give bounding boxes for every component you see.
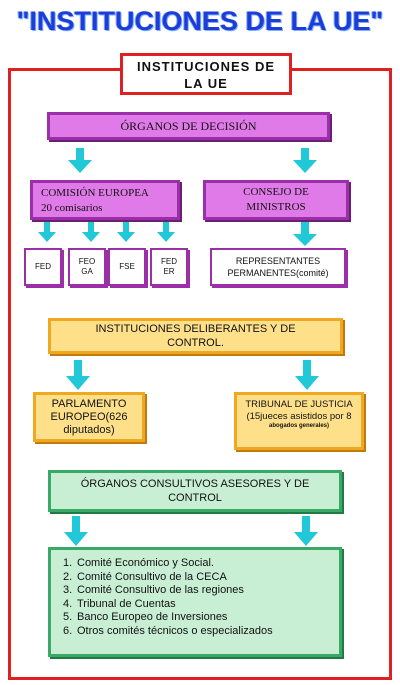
list-item-label: Tribunal de Cuentas	[77, 597, 176, 610]
comision-count: 20 comisarios	[41, 202, 103, 214]
arrow-shaft	[301, 148, 309, 160]
decision-header-label: ÓRGANOS DE DECISIÓN	[120, 118, 257, 133]
list-item: 2.Comité Consultivo de la CECA	[63, 570, 227, 583]
arrow-down-icon	[294, 532, 318, 546]
tribunal-label: TRIBUNAL DE JUSTICIA (15jueces asistidos…	[245, 399, 353, 422]
consultivos-header-box: ÓRGANOS CONSULTIVOS ASESORES Y DE CONTRO…	[48, 470, 342, 512]
arrow-down-icon	[66, 376, 90, 390]
representantes-label: REPRESENTANTES PERMANENTES(comité)	[227, 256, 329, 278]
fund-box-fed: FED	[24, 248, 62, 286]
list-item-label: Otros comités técnicos o especializados	[77, 624, 273, 637]
representantes-box: REPRESENTANTES PERMANENTES(comité)	[210, 248, 346, 286]
arrow-down-icon	[117, 232, 135, 242]
list-item: 3.Comité Consultivo de las regiones	[63, 584, 244, 596]
parlamento-box: PARLAMENTO EUROPEO(626 diputados)	[33, 392, 145, 442]
consultivos-list-box: 1.Comité Económico y Social. 2.Comité Co…	[48, 547, 342, 657]
fund-label: FED ER	[161, 257, 177, 276]
page-title: "INSTITUCIONES DE LA UE"	[16, 6, 384, 36]
comision-label: COMISIÓN EUROPEA	[41, 187, 149, 199]
consultivos-header-label: ÓRGANOS CONSULTIVOS ASESORES Y DE CONTRO…	[80, 478, 310, 504]
fund-box-fse: FSE	[108, 248, 146, 286]
fund-box-feoga: FEO GA	[68, 248, 106, 286]
arrow-shaft	[88, 222, 94, 232]
arrow-shaft	[123, 222, 129, 232]
arrow-down-icon	[38, 232, 56, 242]
arrow-shaft	[301, 222, 309, 234]
arrow-shaft	[44, 222, 50, 232]
diagram-subtitle: INSTITUCIONES DE LA UE	[120, 53, 292, 95]
list-item: 6.Otros comités técnicos o especializado…	[63, 624, 273, 637]
arrow-down-icon	[82, 232, 100, 242]
list-item-label: Comité Económico y Social.	[77, 557, 214, 569]
arrow-shaft	[303, 360, 311, 376]
consejo-label-2: MINISTROS	[246, 201, 306, 213]
fund-label: FSE	[119, 262, 135, 271]
arrow-down-icon	[68, 160, 92, 173]
arrow-shaft	[74, 360, 82, 376]
subtitle-line-1: INSTITUCIONES DE	[136, 59, 276, 74]
parlamento-label: PARLAMENTO EUROPEO(626 diputados)	[50, 397, 128, 436]
list-item-label: Comité Consultivo de las regiones	[77, 584, 244, 596]
comision-europea-box: COMISIÓN EUROPEA 20 comisarios	[30, 180, 180, 220]
tribunal-note: abogados generales)	[268, 423, 330, 429]
fund-box-feder: FED ER	[150, 248, 188, 286]
fund-label: FED	[35, 262, 51, 271]
list-item-label: Banco Europeo de Inversiones	[77, 611, 228, 623]
deliberantes-header-label: INSTITUCIONES DELIBERANTES Y DE CONTROL.	[95, 323, 296, 349]
decision-header-box: ÓRGANOS DE DECISIÓN	[47, 112, 330, 140]
arrow-shaft	[76, 148, 84, 160]
list-item: 4.Tribunal de Cuentas	[63, 597, 176, 610]
arrow-shaft	[302, 516, 310, 532]
arrow-shaft	[72, 516, 80, 532]
arrow-shaft	[163, 222, 169, 232]
arrow-down-icon	[295, 376, 319, 390]
consejo-ministros-box: CONSEJO DE MINISTROS	[203, 180, 349, 220]
deliberantes-header-box: INSTITUCIONES DELIBERANTES Y DE CONTROL.	[48, 318, 343, 354]
tribunal-box: TRIBUNAL DE JUSTICIA (15jueces asistidos…	[234, 392, 364, 450]
arrow-down-icon	[157, 232, 175, 242]
subtitle-line-2: LA UE	[184, 76, 228, 91]
arrow-down-icon	[64, 532, 88, 546]
arrow-down-icon	[293, 234, 317, 246]
fund-label: FEO GA	[78, 257, 96, 276]
list-item: 1.Comité Económico y Social.	[63, 557, 214, 569]
arrow-down-icon	[293, 160, 317, 173]
list-item-label: Comité Consultivo de la CECA	[77, 570, 227, 583]
consejo-label-1: CONSEJO DE	[243, 186, 309, 198]
list-item: 5.Banco Europeo de Inversiones	[63, 611, 228, 623]
